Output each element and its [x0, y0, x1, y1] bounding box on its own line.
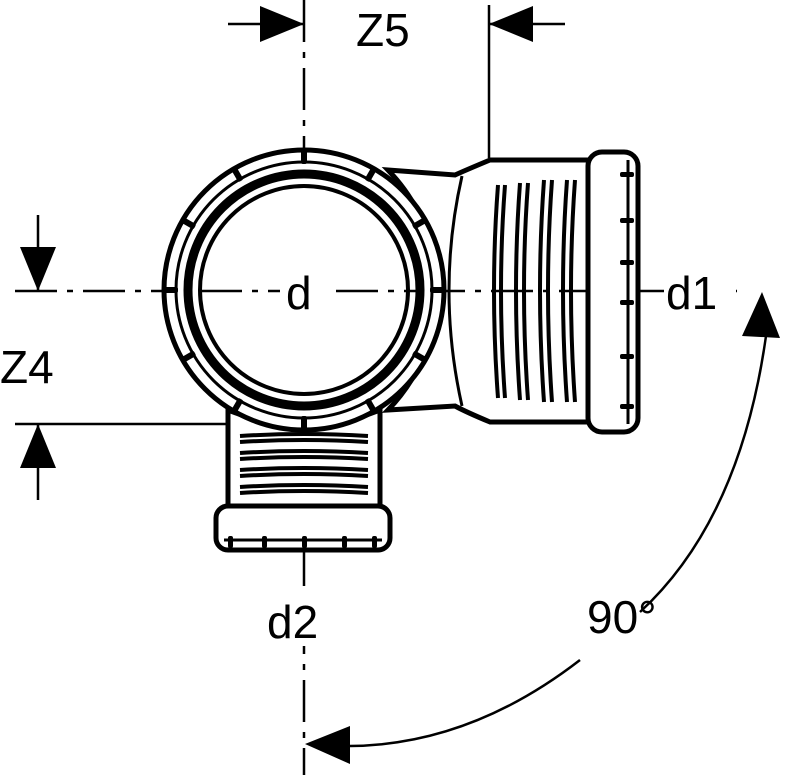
z5-left-arrow	[260, 6, 304, 42]
bottom-outlet-ribs	[239, 432, 369, 495]
bottom-socket-teeth	[228, 536, 377, 548]
label-angle: 90°	[587, 591, 657, 643]
dimension-z5	[228, 5, 565, 158]
z4-bottom-arrow	[20, 424, 56, 468]
side-socket-teeth	[620, 172, 634, 409]
side-outlet-d1	[381, 149, 641, 435]
label-d: d	[286, 267, 312, 319]
label-z5: Z5	[356, 4, 410, 56]
side-outlet-ribs	[492, 179, 577, 403]
angle-90-dimension	[305, 292, 780, 764]
z4-top-arrow	[20, 247, 56, 291]
z5-right-arrow	[489, 6, 533, 42]
dimension-z4	[15, 215, 228, 500]
label-d2: d2	[267, 596, 318, 648]
angle-bottom-arrow	[305, 726, 350, 764]
ring-teeth	[164, 150, 444, 430]
label-d1: d1	[666, 267, 717, 319]
side-outlet-socket	[585, 149, 641, 435]
angle-top-arrow	[742, 292, 780, 338]
bottom-outlet-d2	[213, 406, 393, 553]
label-z4: Z4	[0, 341, 54, 393]
